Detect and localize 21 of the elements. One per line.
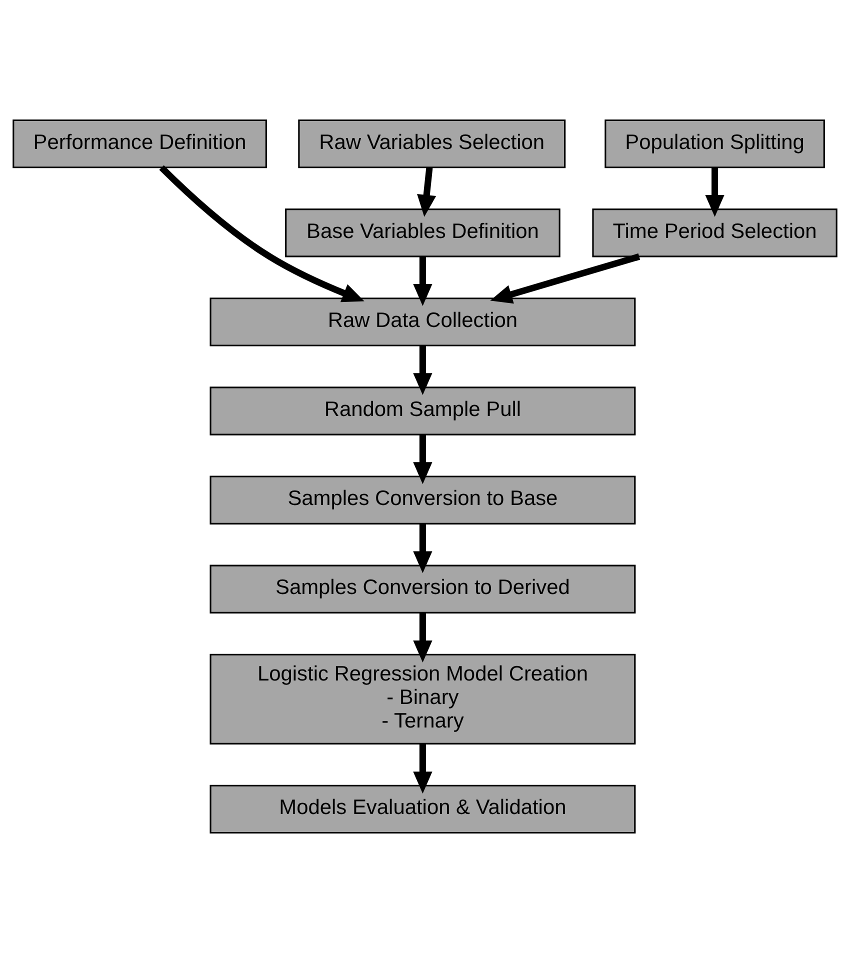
arrow — [490, 253, 640, 304]
arrow — [159, 165, 364, 302]
node-box: Random Sample Pull — [210, 386, 636, 436]
arrow — [705, 168, 724, 217]
arrow — [413, 435, 432, 484]
arrow — [413, 346, 432, 396]
node-box: Logistic Regression Model Creation - Binary - Ternary — [210, 654, 636, 744]
node-box: Base Variables Definition — [285, 208, 560, 258]
node-box: Raw Variables Selection — [298, 119, 566, 168]
arrow — [413, 744, 432, 794]
arrow — [413, 256, 432, 306]
node-box: Models Evaluation & Validation — [210, 784, 636, 834]
node-box: Raw Data Collection — [210, 298, 636, 346]
arrow — [413, 613, 432, 662]
node-box: Population Splitting — [604, 119, 825, 168]
node-box: Samples Conversion to Base — [210, 476, 636, 524]
arrow — [413, 524, 432, 574]
arrow — [417, 168, 436, 217]
node-box: Performance Definition — [12, 119, 267, 168]
node-box: Samples Conversion to Derived — [210, 564, 636, 614]
node-box: Time Period Selection — [592, 208, 838, 258]
